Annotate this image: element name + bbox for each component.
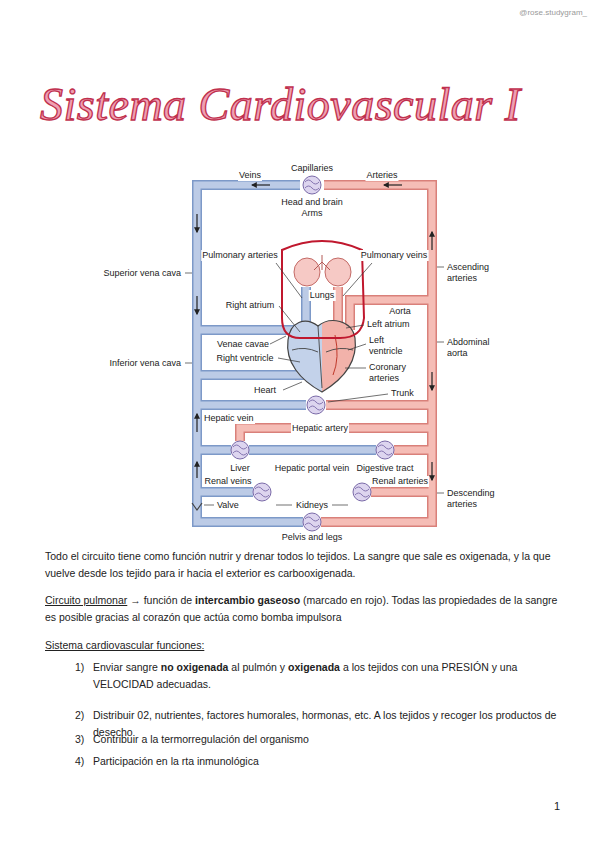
- part-label: Pulmonary veins: [360, 250, 429, 261]
- flow-arrow: [196, 462, 197, 478]
- part-label: Lungs: [309, 290, 336, 301]
- list-number: 2): [75, 707, 84, 724]
- flow-arrow: [196, 414, 197, 432]
- body-text: al pulmón y: [231, 661, 285, 673]
- capillary-bed: [353, 483, 371, 501]
- heart-chambers: [292, 326, 353, 388]
- list-number: 4): [75, 753, 84, 770]
- flow-arrow: [196, 296, 197, 314]
- coronary-vessel: [333, 335, 337, 375]
- part-label: Right ventricle: [215, 353, 274, 364]
- list-item: 1) Enviar sangreno oxigenadaal pulmón yox…: [75, 659, 560, 693]
- lungs: [294, 255, 351, 286]
- part-label: Renal arteries: [371, 476, 429, 487]
- body-text: Enviar sangre: [93, 661, 158, 673]
- part-label: Venae cavae: [216, 339, 270, 350]
- part-label: Superior vena cava: [102, 268, 182, 279]
- part-label: Veins: [238, 170, 262, 181]
- part-label: Pelvis and legs: [281, 532, 344, 543]
- body-text: no oxigenada: [161, 661, 229, 673]
- lung-lobe: [325, 258, 351, 286]
- part-label: Head and brain: [280, 197, 344, 208]
- part-label: Aorta: [388, 306, 412, 317]
- list-item: 3) Contribuir a la termorregulación del o…: [75, 731, 560, 748]
- part-label: Left ventricle: [368, 335, 420, 357]
- list-item: 4) Participación en la rta inmunológica: [75, 753, 560, 770]
- part-label: Liver: [229, 463, 251, 474]
- heart-right-side: [288, 321, 322, 392]
- part-label: Inferior vena cava: [108, 358, 182, 369]
- part-label: Renal veins: [203, 476, 252, 487]
- page-number: 1: [553, 800, 561, 813]
- part-label: Heart: [253, 385, 277, 396]
- body-text: intercambio gaseoso: [195, 594, 300, 606]
- part-label: Right atrium: [225, 300, 276, 311]
- heart: [288, 321, 356, 392]
- bronchi: [314, 255, 330, 270]
- capillary-bed: [231, 441, 249, 459]
- part-label: Hepatic artery: [291, 423, 349, 434]
- part-label: Abdominal aorta: [446, 337, 508, 359]
- body-text: → función de: [130, 594, 192, 606]
- capillary-bed: [253, 483, 271, 501]
- paragraph: Sistema cardiovascular funciones:: [45, 637, 560, 654]
- vessel-tubes: [197, 185, 432, 522]
- capillary-bed: [376, 441, 394, 459]
- part-label: Kidneys: [295, 500, 329, 511]
- part-label: Coronary arteries: [368, 362, 425, 384]
- vein-fill: [197, 185, 376, 522]
- flow-arrow: [384, 184, 402, 185]
- list-number: 1): [75, 659, 84, 676]
- heart-outline: [288, 321, 356, 392]
- part-label: Pulmonary arteries: [201, 250, 279, 261]
- flow-arrows: [197, 185, 432, 480]
- flow-arrow: [196, 214, 197, 232]
- part-label: Capillaries: [290, 163, 334, 174]
- pulmonary-circuit-outline: [282, 241, 364, 338]
- body-text: Contribuir a la termorregulación del org…: [93, 733, 309, 745]
- part-label: Hepatic vein: [203, 413, 255, 424]
- capillary-bed: [303, 176, 321, 194]
- flow-arrow: [431, 372, 432, 390]
- part-label: Hepatic portal vein: [274, 463, 351, 474]
- part-label: Valve: [216, 500, 240, 511]
- leader-lines: [185, 263, 444, 505]
- body-text: Todo el circuito tiene como función nutr…: [45, 550, 550, 579]
- lung-lobe: [294, 258, 320, 286]
- flow-arrow: [252, 184, 270, 185]
- part-label: Arms: [301, 208, 324, 219]
- part-label: Digestive tract: [355, 463, 414, 474]
- leader-line: [185, 267, 444, 493]
- watermark: @rose.studygram_: [518, 8, 588, 18]
- list-number: 3): [75, 731, 84, 748]
- valve-symbol: [192, 503, 202, 510]
- page-title: Sistema Cardiovascular I: [40, 78, 521, 131]
- heart-left-side: [322, 321, 355, 392]
- paragraph: Circuito pulmonar→ función deintercambio…: [45, 592, 560, 626]
- part-label: Arteries: [365, 170, 398, 181]
- part-label: Ascending arteries: [446, 262, 508, 284]
- capillary-bed: [307, 396, 325, 414]
- part-label: Left atrium: [366, 319, 411, 330]
- paragraph: Todo el circuito tiene como función nutr…: [45, 548, 560, 582]
- body-text: Participación en la rta inmunológica: [93, 755, 259, 767]
- flow-arrow: [431, 232, 432, 250]
- vein-outline: [197, 185, 376, 522]
- part-label: Trunk: [390, 388, 415, 399]
- part-label: Descending arteries: [446, 488, 508, 510]
- body-text: Sistema cardiovascular funciones:: [45, 639, 204, 651]
- body-text: Circuito pulmonar: [45, 594, 127, 606]
- flow-arrow: [431, 462, 432, 480]
- capillary-bed: [303, 513, 321, 531]
- body-text: oxigenada: [288, 661, 340, 673]
